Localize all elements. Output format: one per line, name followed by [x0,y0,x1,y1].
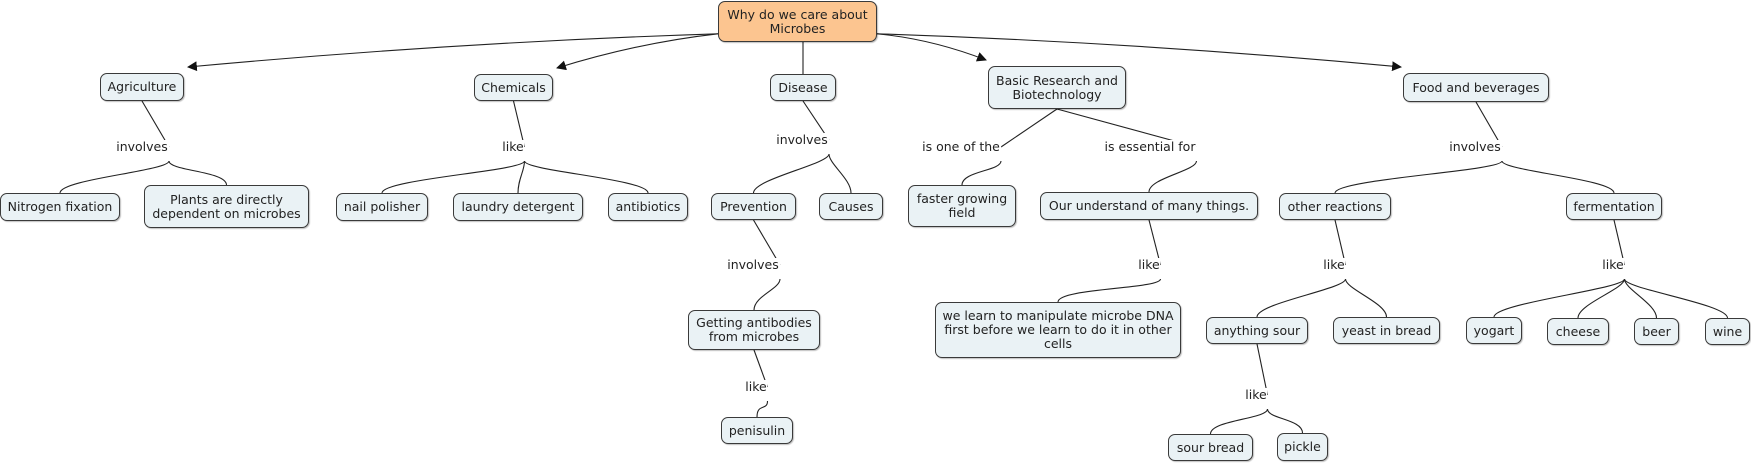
line-chem_like-antibiotics [523,160,649,194]
line-prevention-prevention_involves [753,219,781,266]
line-other_like-yeast [1344,278,1388,318]
link-is-essential-for[interactable]: is essential for [1103,139,1197,154]
link-understand-like[interactable]: like [1137,257,1161,272]
line-agri_involves-plants [168,160,228,186]
concept-prevention[interactable]: Prevention [711,193,796,220]
root-arrow-basic_research [876,33,987,62]
link-disease-involves[interactable]: involves [775,132,829,147]
concept-sour-bread[interactable]: sour bread [1168,434,1253,461]
link-antibodies-like[interactable]: like [744,379,768,394]
line-ferm_like-cheese [1577,278,1626,319]
link-is-one-of-the[interactable]: is one of the [921,139,1001,154]
line-prevention_involves-antibodies [753,278,781,311]
concept-beer[interactable]: beer [1634,318,1679,345]
concept-faster-growing-field[interactable]: faster growing field [908,185,1016,227]
line-sour_like-sour_bread [1209,408,1269,435]
concept-anything-sour[interactable]: anything sour [1206,317,1308,344]
concept-causes[interactable]: Causes [819,193,883,220]
line-is_one_of-faster [961,160,1002,186]
link-anything-sour-like[interactable]: like [1244,387,1268,402]
line-chem_like-nail [381,160,526,194]
line-anything_sour-sour_like [1256,343,1269,396]
line-basic_research-is_one_of [1000,108,1058,148]
line-sour_like-pickle [1266,408,1304,434]
link-other-reactions-like[interactable]: like [1322,257,1346,272]
concept-penisulin[interactable]: penisulin [721,417,793,444]
concept-basic-research[interactable]: Basic Research and Biotechnology [988,66,1126,109]
concept-disease[interactable]: Disease [770,74,836,101]
link-prevention-involves[interactable]: involves [726,257,780,272]
concept-agriculture[interactable]: Agriculture [100,73,184,101]
line-ferm_like-wine [1623,278,1729,319]
concept-yogart[interactable]: yogart [1466,317,1522,344]
concept-fermentation[interactable]: fermentation [1566,193,1662,220]
line-food-food_involves [1475,101,1503,148]
root-arrow-chemicals [556,33,719,71]
concept-chemicals[interactable]: Chemicals [474,74,553,101]
line-antibodies_like-penisulin [756,400,769,418]
root-arrow-food [876,33,1402,72]
line-understand-understand_like [1148,219,1162,266]
concept-yeast-in-bread[interactable]: yeast in bread [1333,317,1440,344]
line-disease_involves-causes [828,153,852,194]
concept-antibiotics[interactable]: antibiotics [608,193,688,221]
line-is_essential-understand [1148,160,1198,193]
line-chem_like-laundry [517,160,526,194]
concept-cheese[interactable]: cheese [1547,318,1609,345]
concept-food-and-beverages[interactable]: Food and beverages [1403,73,1549,102]
concept-plants-dependent[interactable]: Plants are directly dependent on microbe… [144,185,309,228]
line-food_involves-other_reactions [1334,160,1503,194]
concept-nail-polisher[interactable]: nail polisher [336,193,428,221]
line-agri_involves-nitrogen [59,160,170,194]
concept-pickle[interactable]: pickle [1277,433,1328,461]
line-food_involves-fermentation [1501,160,1615,194]
concept-wine[interactable]: wine [1705,318,1750,345]
root-arrow-agriculture [187,33,719,72]
line-chemicals-chem_like [512,100,526,148]
line-disease_involves-prevention [752,153,830,194]
concept-other-reactions[interactable]: other reactions [1279,193,1391,220]
concept-getting-antibodies[interactable]: Getting antibodies from microbes [688,310,820,350]
line-ferm_like-yogart [1493,278,1626,318]
line-fermentation-ferm_like [1613,219,1626,266]
concept-nitrogen-fixation[interactable]: Nitrogen fixation [0,193,120,221]
link-agriculture-involves[interactable]: involves [115,139,169,154]
link-chemicals-like[interactable]: like [501,139,525,154]
concept-manipulate-dna[interactable]: we learn to manipulate microbe DNA first… [935,302,1181,358]
link-food-involves[interactable]: involves [1448,139,1502,154]
link-fermentation-like[interactable]: like [1601,257,1625,272]
concept-our-understand[interactable]: Our understand of many things. [1040,192,1258,220]
line-ferm_like-beer [1623,278,1658,319]
line-agriculture-agri_involves [141,100,170,148]
line-other_like-anything_sour [1256,278,1347,318]
concept-laundry-detergent[interactable]: laundry detergent [453,193,583,221]
concept-root[interactable]: Why do we care about Microbes [718,1,877,42]
line-understand_like-manipulate [1057,278,1162,303]
line-other_reactions-other_like [1334,219,1347,266]
